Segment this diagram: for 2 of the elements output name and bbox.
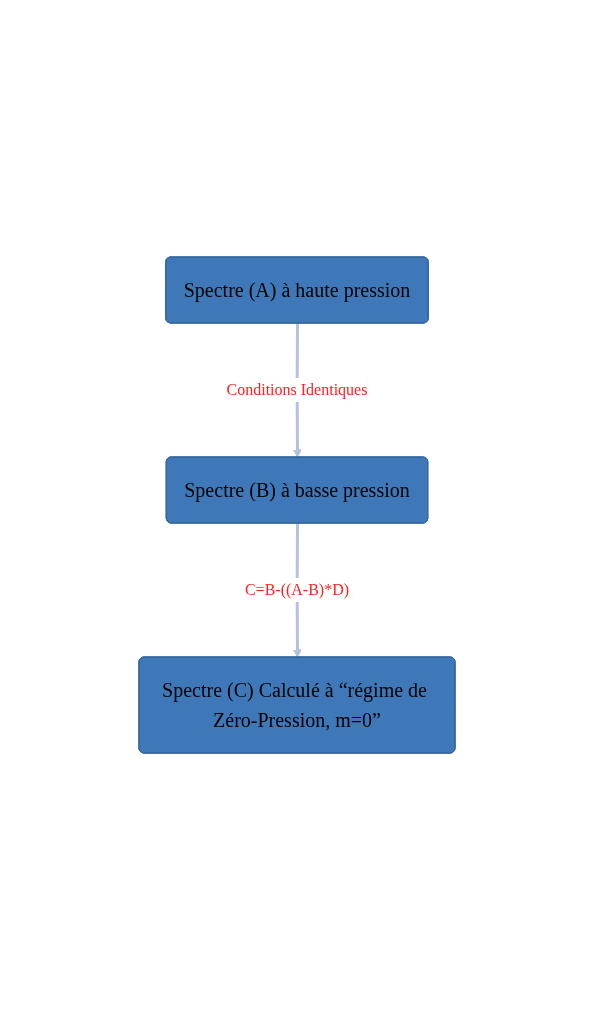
edge-label: C=B-((A-B)*D) bbox=[244, 580, 350, 598]
edge-label: Conditions Identiques bbox=[226, 380, 368, 398]
